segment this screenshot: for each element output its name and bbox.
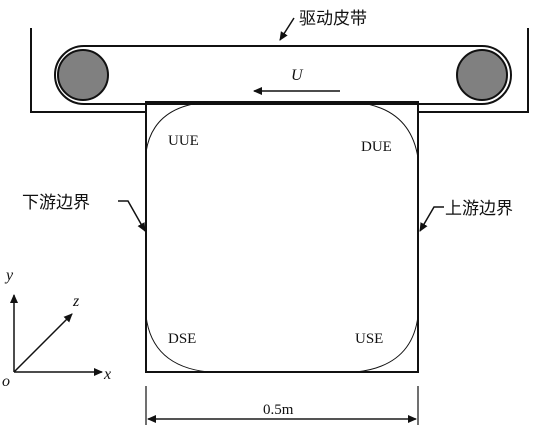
belt-housing [30, 28, 529, 113]
eddy-arc-dse [145, 315, 209, 373]
corner-label-use: USE [355, 331, 383, 347]
upstream-boundary-label: 上游边界 [445, 199, 513, 219]
belt-label: 驱动皮带 [299, 9, 367, 29]
right-roller [456, 49, 508, 101]
upstream-boundary-leader [419, 206, 444, 232]
downstream-boundary-leader [118, 200, 146, 232]
downstream-boundary-label: 下游边界 [22, 193, 90, 213]
z-axis-label: z [72, 293, 80, 310]
eddy-arc-uue [145, 101, 209, 153]
corner-label-due: DUE [361, 139, 392, 155]
drive-belt [54, 45, 512, 105]
y-axis-label: y [4, 267, 14, 284]
dimension-label: 0.5m [263, 402, 294, 418]
origin-label: o [2, 373, 10, 390]
eddy-arc-use [355, 315, 419, 373]
corner-label-dse: DSE [168, 331, 196, 347]
velocity-label: U [291, 67, 304, 84]
belt-leader [279, 17, 295, 41]
corner-label-uue: UUE [168, 133, 199, 149]
eddy-arc-due [351, 101, 419, 159]
x-axis-label: x [103, 366, 111, 383]
z-axis [13, 313, 73, 373]
cavity-box [145, 101, 419, 373]
left-roller [57, 49, 109, 101]
